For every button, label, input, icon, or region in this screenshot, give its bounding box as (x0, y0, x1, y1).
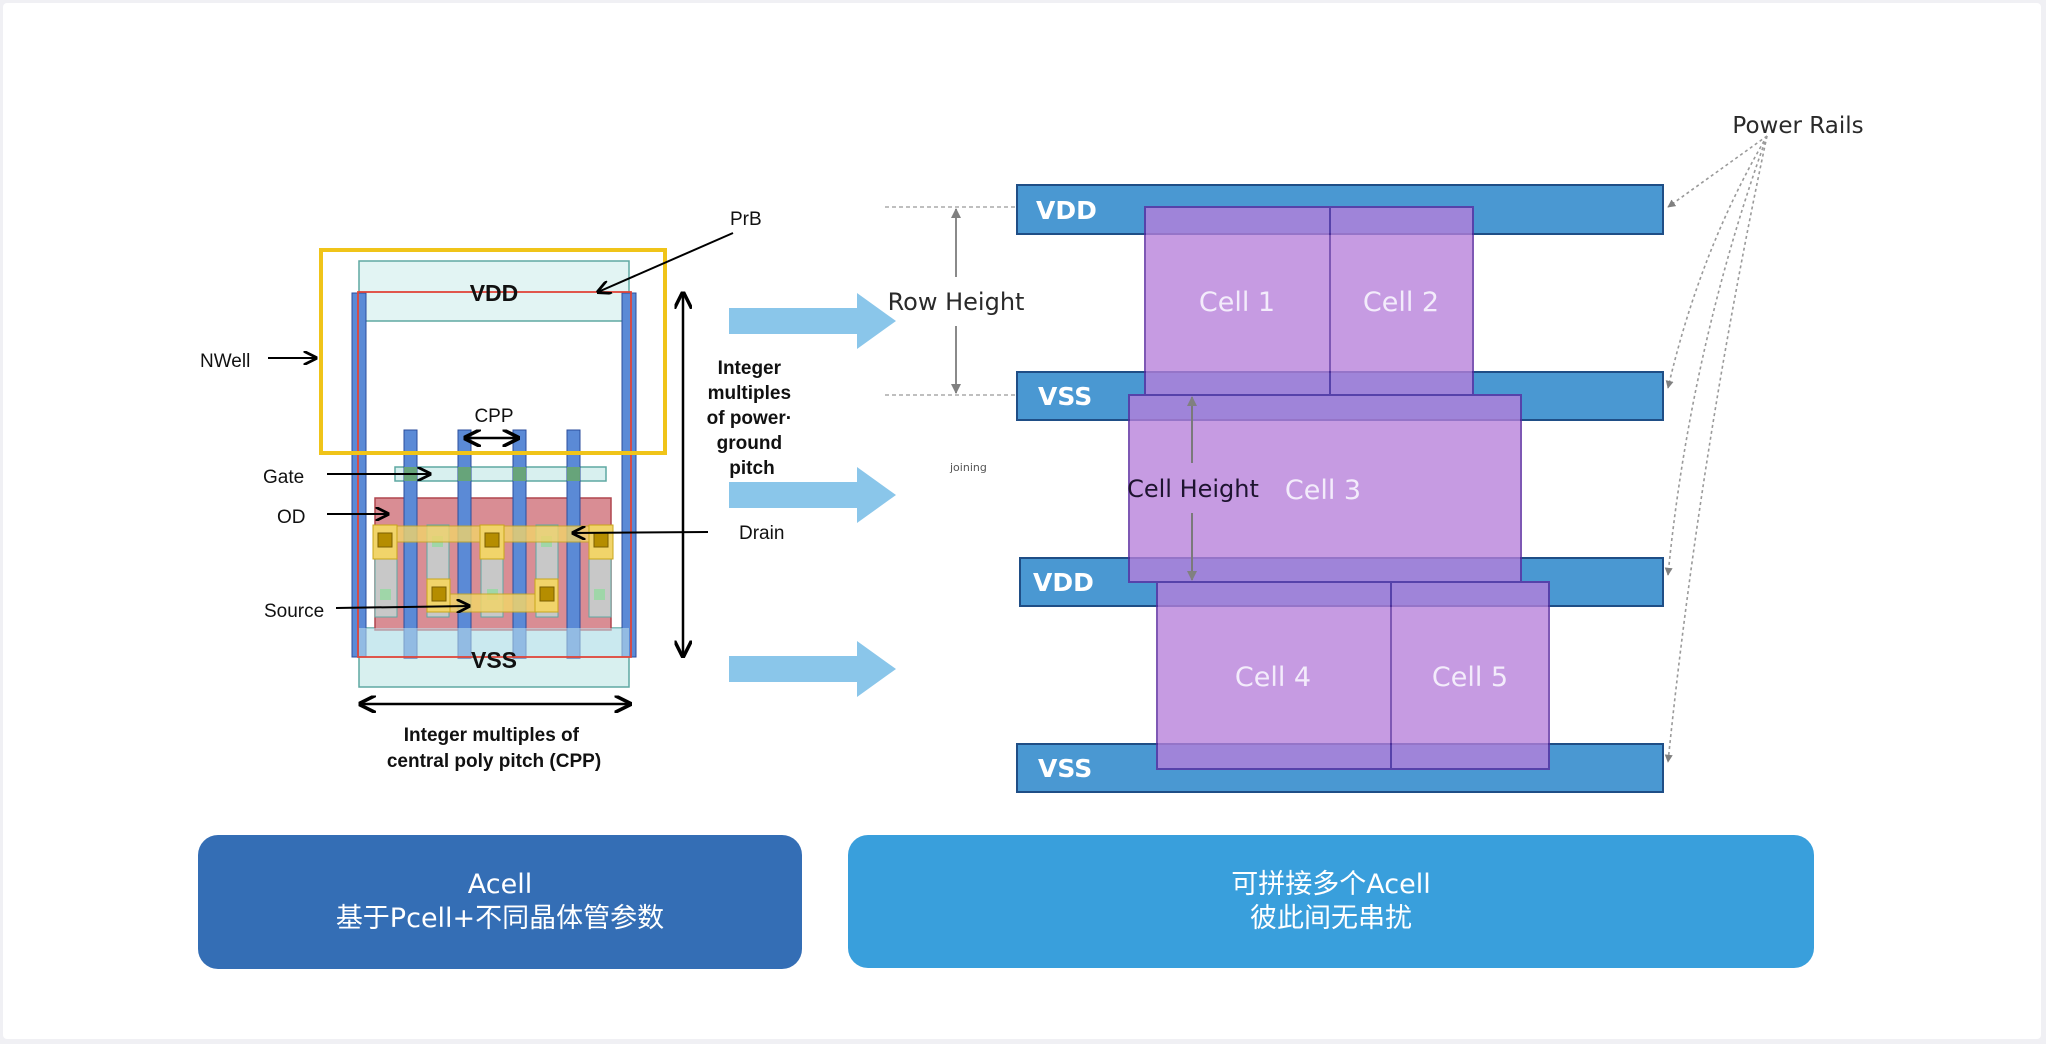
source-label: Source (264, 601, 324, 622)
cell-3 (1128, 394, 1522, 583)
flow-arrow-icon (729, 467, 896, 523)
poly-line (512, 429, 527, 659)
prb-leader (598, 232, 734, 292)
power-rails-leaders (1664, 135, 1768, 763)
drain-label: Drain (739, 523, 784, 544)
acell-banner-title: Acell (467, 869, 533, 900)
poly-line (457, 429, 472, 659)
source-leader (335, 606, 469, 608)
source-metal (426, 578, 559, 613)
cpp-label: CPP (474, 406, 513, 427)
acell-banner: Acell 基于Pcell+不同晶体管参数 (198, 835, 802, 969)
od-label: OD (277, 507, 306, 528)
vdd-label: VDD (470, 280, 519, 306)
flow-arrow-icon (729, 293, 896, 349)
joinable-banner-subtitle: 彼此间无串扰 (1250, 902, 1412, 934)
rail-label: VSS (1038, 754, 1092, 783)
rail-label: VSS (1038, 382, 1092, 411)
flow-arrow-icon (729, 641, 896, 697)
drain-leader (573, 532, 709, 533)
cells (1128, 206, 1550, 770)
power-rails-label: Power Rails (1732, 113, 1863, 139)
width-caption: Integer multiples of central poly pitch … (387, 725, 601, 772)
height-caption: Integer multiples of power· ground pitch (707, 358, 798, 479)
prb-label: PrB (730, 209, 762, 230)
joinable-banner: 可拼接多个Acell 彼此间无串扰 (848, 835, 1814, 968)
cell-layout-diagram: VDD VSS CPP PrB NWell Gate OD Source Dra… (200, 209, 798, 772)
cell-label: Cell 4 (1235, 662, 1311, 693)
joinable-banner-title: 可拼接多个Acell (1231, 868, 1431, 900)
vdd-rail (358, 260, 630, 322)
cell-label: Cell 5 (1432, 662, 1508, 693)
nwell-label: NWell (200, 351, 250, 372)
flow-arrows (729, 293, 896, 697)
nwell-outline (319, 248, 667, 455)
cell-height-label: Cell Height (1127, 475, 1259, 503)
boundary-metal-right (621, 292, 637, 658)
cell-label: Cell 2 (1363, 287, 1439, 318)
vss-label: VSS (471, 647, 517, 673)
row-height-label: Row Height (888, 288, 1025, 316)
rail-label: VDD (1036, 196, 1097, 225)
gate-label: Gate (263, 467, 304, 488)
cell-5 (1390, 581, 1550, 770)
drain-metal (372, 524, 614, 560)
cell-1 (1144, 206, 1331, 396)
poly-line (403, 429, 418, 659)
cell-label: Cell 3 (1285, 475, 1361, 506)
acell-banner-subtitle: 基于Pcell+不同晶体管参数 (335, 903, 665, 934)
placement-diagram: VDD VSS VDD VSS Cell 1 Cell 2 Cell 3 Cel… (885, 113, 1864, 793)
cell-2 (1329, 206, 1474, 396)
rail-label: VDD (1033, 568, 1094, 597)
cell-4 (1156, 581, 1392, 770)
joining-label: joining (949, 461, 987, 474)
cell-label: Cell 1 (1199, 287, 1275, 318)
poly-line (566, 429, 581, 659)
